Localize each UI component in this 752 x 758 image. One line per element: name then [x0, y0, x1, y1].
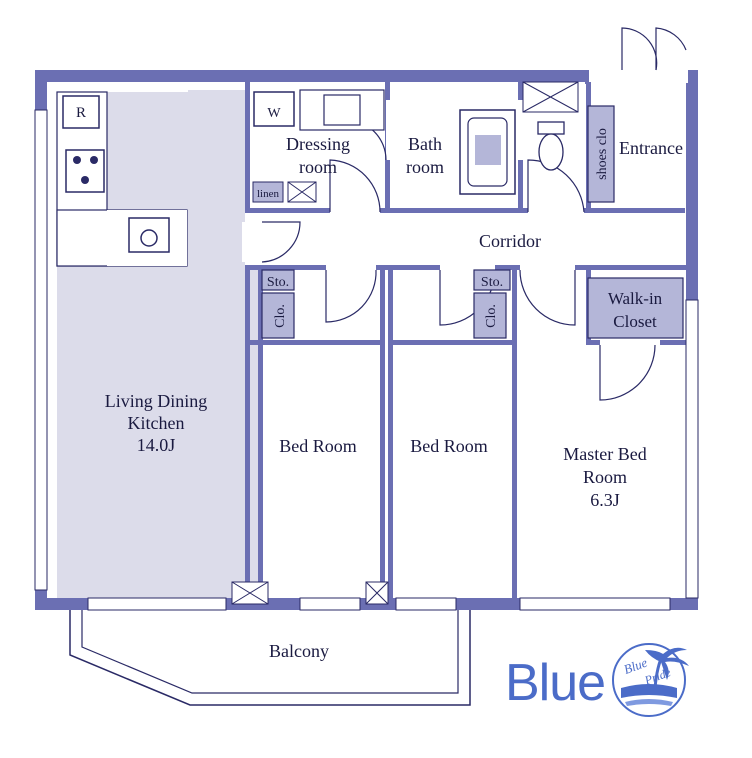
bathtub — [459, 109, 516, 195]
balcony — [69, 610, 471, 706]
closet-label-2: Clo. — [484, 304, 499, 328]
logo-badge: Blue Pride — [612, 643, 689, 717]
door-openings — [242, 100, 660, 348]
storage-label-2: Sto. — [481, 275, 503, 290]
storage-label-1: Sto. — [267, 275, 289, 290]
bath-room-label-2: room — [406, 157, 444, 177]
corridor-label: Corridor — [479, 231, 541, 251]
logo-text: Blue — [505, 654, 606, 712]
refrigerator-label: R — [76, 105, 86, 121]
bed-room-1-label: Bed Room — [279, 436, 357, 456]
washer — [253, 91, 295, 127]
kitchen-sink — [128, 217, 170, 253]
balcony-label: Balcony — [269, 641, 329, 661]
shoes-closet-label: shoes clo — [595, 128, 610, 180]
walkin-closet-label-2: Closet — [613, 312, 657, 331]
dressing-room-label-1: Dressing — [286, 134, 350, 154]
dressing-room-label-2: room — [299, 157, 337, 177]
washer-label: W — [267, 106, 281, 121]
stove — [65, 149, 105, 193]
toilet — [522, 81, 579, 171]
vent-crosses — [231, 581, 389, 605]
ldk-label-2: Kitchen — [128, 413, 185, 433]
entrance-label: Entrance — [619, 138, 683, 158]
linen-label: linen — [257, 188, 279, 200]
master-bed-label-2: Room — [583, 467, 627, 487]
linen-shelf — [252, 181, 317, 203]
storage-blocks — [261, 105, 684, 339]
master-bed-label-1: Master Bed — [563, 444, 646, 464]
windows — [34, 109, 699, 611]
refrigerator — [62, 95, 100, 129]
walkin-closet-label-1: Walk-in — [608, 289, 663, 308]
room-labels: R W linen Dressing room Bath room Entran… — [76, 105, 683, 661]
bath-room-label-1: Bath — [408, 134, 442, 154]
master-bed-size: 6.3J — [590, 490, 620, 510]
ldk-label-1: Living Dining — [105, 391, 208, 411]
ldk-size: 14.0J — [137, 435, 176, 455]
closet-label-1: Clo. — [273, 304, 288, 328]
washbasin — [299, 89, 385, 131]
bed-room-2-label: Bed Room — [410, 436, 488, 456]
